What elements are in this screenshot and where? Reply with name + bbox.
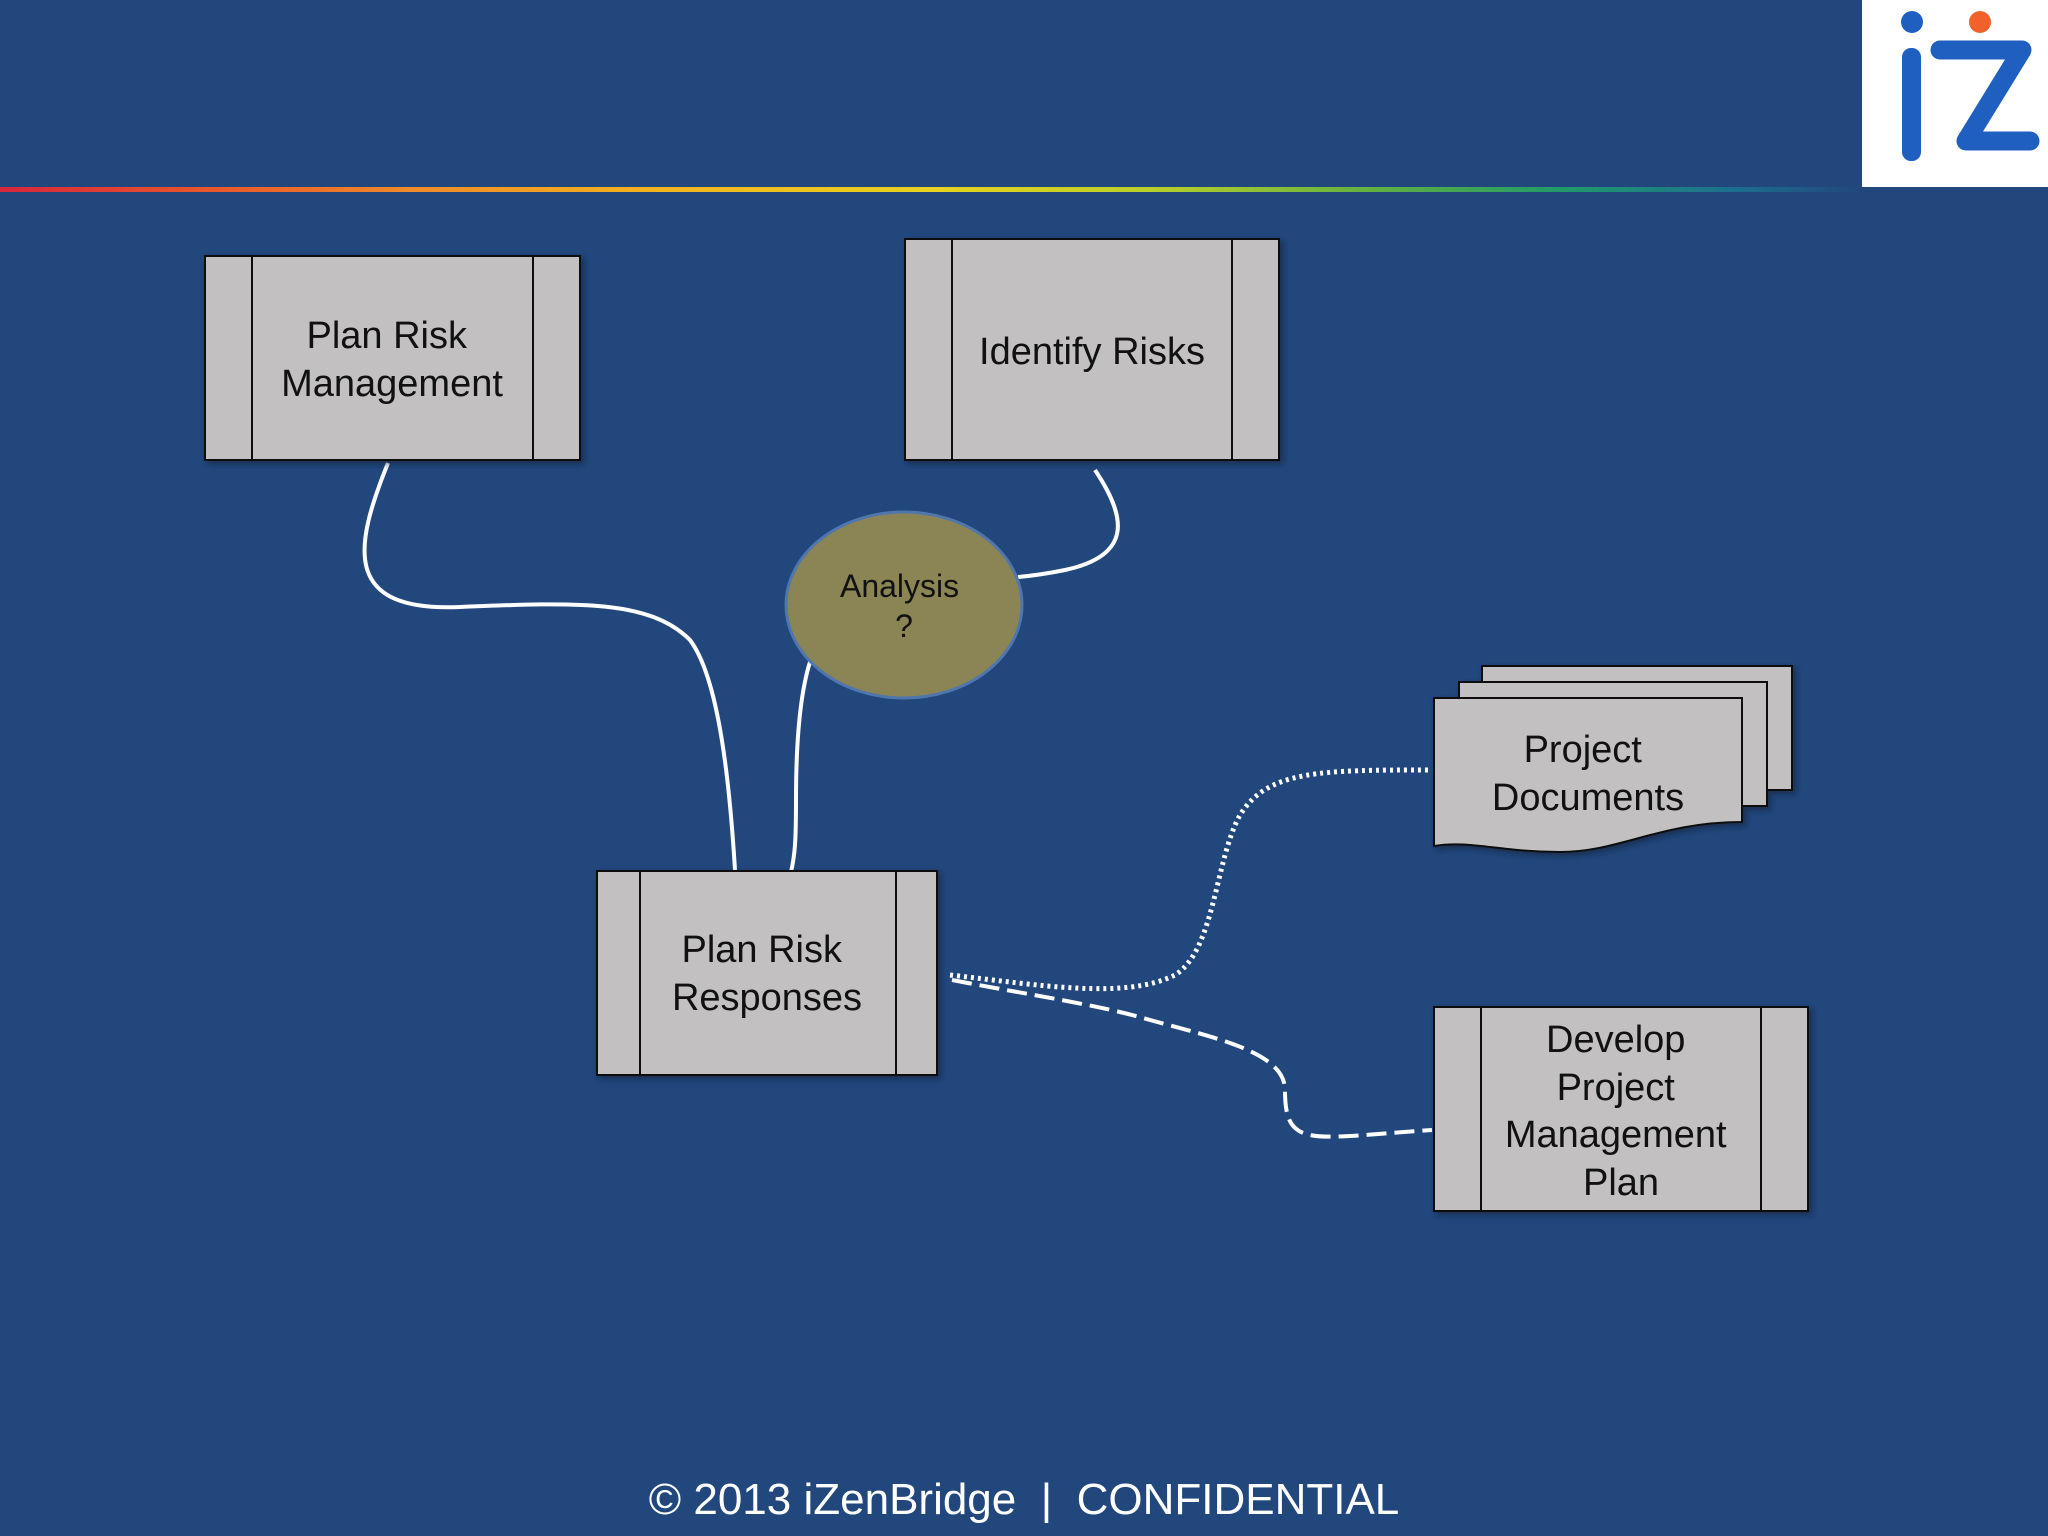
process-plan-risk-management xyxy=(204,255,581,461)
plan-risk-management-label: Plan Risk Management xyxy=(281,315,503,405)
analysis-label: Analysis ? xyxy=(840,568,968,644)
develop-pm-plan-label: Develop Project Management Plan xyxy=(1505,1019,1737,1204)
identify-risks-label: Identify Risks xyxy=(979,331,1205,373)
analysis-oval xyxy=(784,510,1024,700)
connector-analysis-to-prr xyxy=(789,661,812,873)
footer-copyright: © 2013 iZenBridge | CONFIDENTIAL xyxy=(648,1475,1400,1524)
project-documents-shape xyxy=(1433,665,1793,854)
process-plan-risk-responses xyxy=(596,870,938,1076)
logo-box xyxy=(1862,0,2048,187)
connector-prr-to-develop-pm-plan xyxy=(951,978,1433,1139)
connector-ir-to-analysis xyxy=(1017,468,1120,579)
process-identify-risks xyxy=(904,238,1280,461)
project-documents-label: Project Documents xyxy=(1492,729,1684,819)
process-develop-project-management-plan xyxy=(1433,1006,1809,1212)
connector-prr-to-project-documents xyxy=(949,767,1433,992)
izenbridge-logo-icon xyxy=(1901,11,2040,161)
plan-risk-responses-label: Plan Risk Responses xyxy=(672,929,862,1019)
connector-prm-to-prr xyxy=(362,462,737,871)
rainbow-divider xyxy=(0,187,1862,192)
